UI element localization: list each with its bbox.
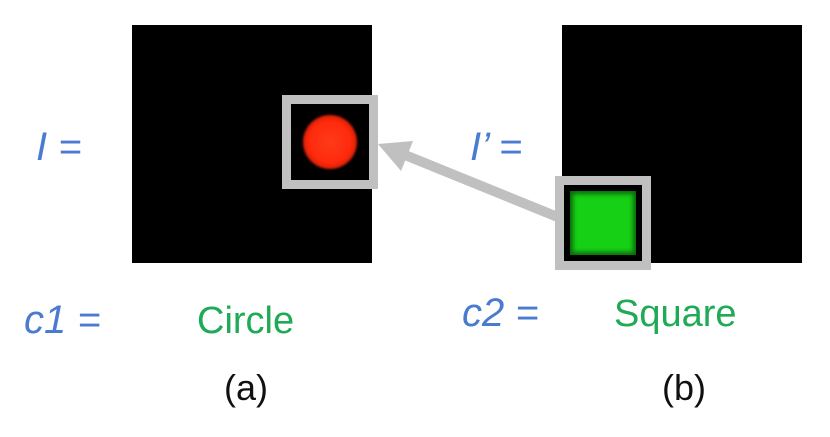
- red-circle-shape: [303, 115, 357, 169]
- class-b-var-label: c2 =: [462, 291, 539, 335]
- image-a-highlight-box: [282, 95, 378, 189]
- arrow-shaft: [403, 150, 562, 223]
- caption-b: (b): [662, 367, 706, 408]
- caption-a: (a): [224, 367, 268, 408]
- image-a-label: I =: [36, 125, 82, 169]
- class-a-name: Circle: [197, 300, 295, 342]
- class-b-name: Square: [614, 293, 737, 335]
- image-b-highlight-box: [555, 176, 651, 270]
- class-a-var-label: c1 =: [24, 298, 101, 342]
- arrow-head: [378, 141, 413, 171]
- image-b-label: I’ =: [470, 125, 523, 169]
- green-square-shape: [570, 191, 636, 255]
